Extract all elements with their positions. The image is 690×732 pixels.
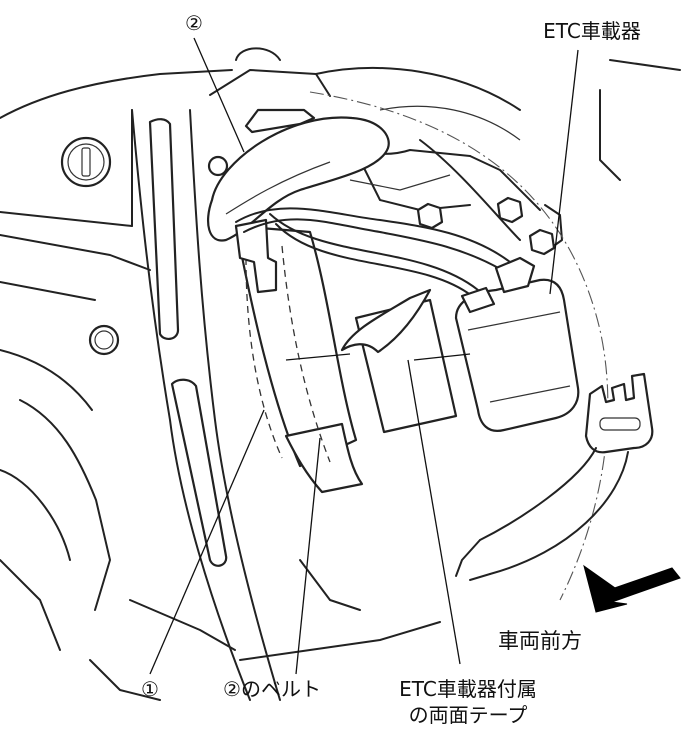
mounting-bolts [416,196,556,256]
callout-label-1: ① [141,677,159,701]
vehicle-front-label: 車両前方 [498,629,582,653]
belt-label: ②のベルト [223,677,321,701]
double-sided-tape [340,288,458,434]
support-bracket [206,108,390,242]
dashboard-lines [0,47,681,701]
tape-label-line1: ETC車載器付属 [399,677,537,701]
steering-wheel-outline [309,91,609,601]
mounting-belt [234,218,364,494]
vehicle-front-arrow-icon [583,564,681,613]
ignition-key-cylinder [60,136,112,188]
wiring-harness [235,207,511,297]
etc-unit-label: ETC車載器 [543,19,641,43]
tape-label-line2: の両面テープ [409,703,528,727]
dash-knob [88,324,120,356]
belt-buckle [455,372,654,581]
steering-column-bracket [131,109,281,701]
etc-onboard-unit [454,256,580,432]
leader-lines [149,37,579,675]
callout-label-2-top: ② [185,11,203,35]
